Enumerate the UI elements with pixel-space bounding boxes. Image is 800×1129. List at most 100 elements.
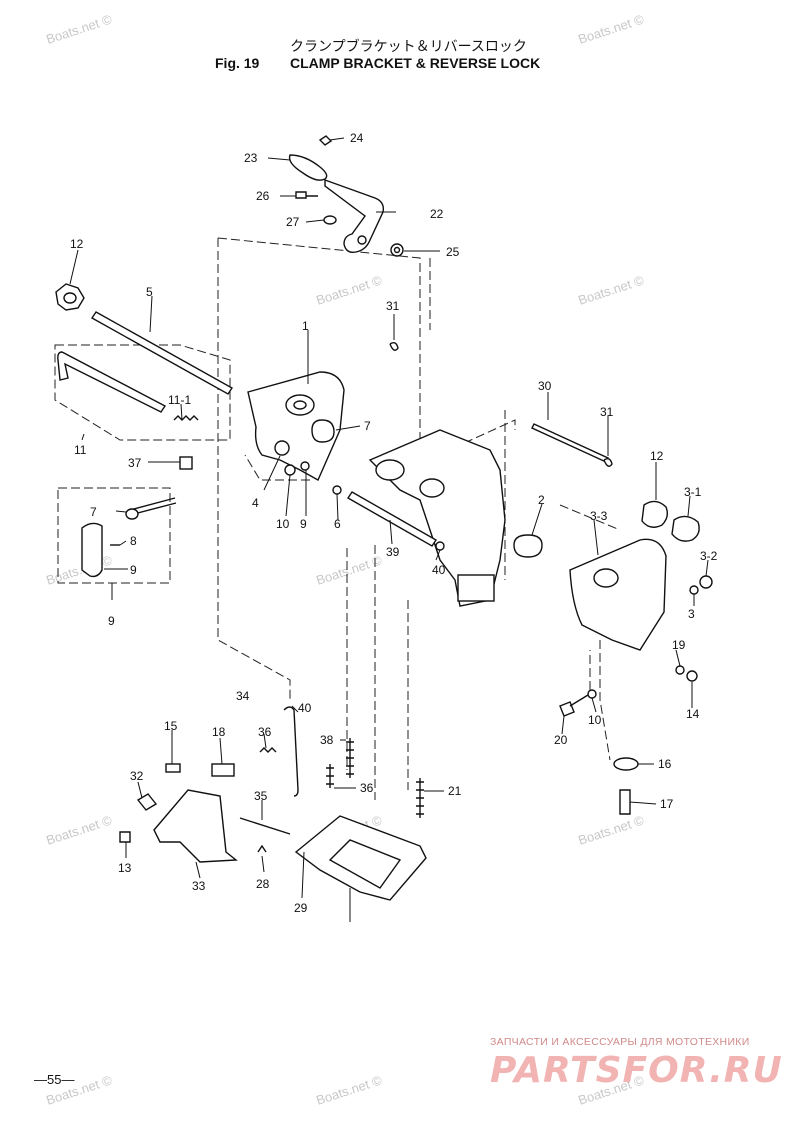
part-13-shape xyxy=(153,789,238,863)
part-35-shape xyxy=(326,764,334,788)
part-9-shape xyxy=(300,461,310,471)
callout: 21 xyxy=(448,784,462,798)
part-26-shape xyxy=(295,191,318,199)
part-29-shape xyxy=(328,839,402,889)
part-4-shape xyxy=(274,440,290,456)
callout: 20 xyxy=(554,733,568,747)
part-37-shape xyxy=(179,456,193,470)
callout: 9 xyxy=(300,517,307,531)
callout: 12 xyxy=(70,237,84,251)
part-23-shape xyxy=(288,154,328,181)
callout: 25 xyxy=(446,245,460,259)
part-10-shape xyxy=(284,464,296,476)
part-3-2-shape xyxy=(81,522,103,578)
part-33-shape xyxy=(257,844,267,853)
part-40-shape xyxy=(689,585,699,595)
part-21-shape xyxy=(619,789,631,815)
part-7b-shape xyxy=(513,534,543,558)
title-japanese: クランプブラケット＆リバースロック xyxy=(290,38,527,54)
part-38-shape xyxy=(559,694,589,717)
callout: 34 xyxy=(236,689,250,703)
figure-label: Fig. 19 xyxy=(215,55,260,71)
part-5-shape xyxy=(90,311,234,395)
part-7-shape xyxy=(311,419,335,443)
callout: 32 xyxy=(130,769,144,783)
part-22-shape xyxy=(324,179,385,254)
part-39-shape xyxy=(699,575,713,589)
assembly-lines xyxy=(54,237,621,800)
callout: 3 xyxy=(688,607,695,621)
callout: 30 xyxy=(538,379,552,393)
callout: 7 xyxy=(364,419,371,433)
callout: 1 xyxy=(302,319,309,333)
callout: 36 xyxy=(258,725,272,739)
callout: 18 xyxy=(212,725,226,739)
watermark: Boats.net © xyxy=(576,812,646,847)
callout: 2 xyxy=(538,493,545,507)
part-16-shape xyxy=(136,793,158,811)
callout: 8 xyxy=(130,534,137,548)
callout: 23 xyxy=(244,151,258,165)
callout: 22 xyxy=(430,207,444,221)
part-31-shape xyxy=(389,341,399,351)
watermark: Boats.net © xyxy=(44,812,114,847)
callout: 17 xyxy=(660,797,674,811)
brand-subtitle: ЗАПЧАСТИ И АКСЕССУАРЫ ДЛЯ МОТОТЕХНИКИ xyxy=(490,1036,750,1048)
part-6-shape xyxy=(641,500,669,528)
callout: 37 xyxy=(128,456,142,470)
header: クランプブラケット＆リバースロック Fig. 19 CLAMP BRACKET … xyxy=(0,0,800,80)
callout: 11-1 xyxy=(168,393,191,407)
callout: 10 xyxy=(588,713,602,727)
part-11-1-shape xyxy=(173,415,199,421)
part-24-shape xyxy=(318,135,333,146)
part-17-shape xyxy=(119,831,131,843)
callout: 11 xyxy=(74,443,87,457)
callout: 7 xyxy=(90,505,97,519)
part-36-shape xyxy=(346,738,354,778)
callout: 9 xyxy=(130,563,137,577)
parts xyxy=(55,135,713,901)
watermark: Boats.net © xyxy=(44,11,114,46)
callout: 31 xyxy=(600,405,614,419)
callout: 6 xyxy=(334,517,341,531)
callout: 29 xyxy=(294,901,308,915)
callout: 16 xyxy=(658,757,672,771)
callout: 4 xyxy=(252,496,259,510)
callout: 31 xyxy=(386,299,400,313)
callout: 40 xyxy=(432,563,446,577)
callout: 28 xyxy=(256,877,270,891)
part-8-shape xyxy=(347,491,437,547)
callout: 15 xyxy=(164,719,178,733)
part-36b-shape xyxy=(416,778,424,818)
callout: 9 xyxy=(108,614,115,628)
callout: 35 xyxy=(254,789,268,803)
title-english: CLAMP BRACKET & REVERSE LOCK xyxy=(290,55,541,71)
part-18-shape xyxy=(259,747,277,753)
callout: 39 xyxy=(386,545,400,559)
callout: 38 xyxy=(320,733,334,747)
callout: 33 xyxy=(192,879,206,893)
callout: 3-1 xyxy=(684,485,702,499)
part-20-shape xyxy=(613,757,639,771)
callout: 13 xyxy=(118,861,132,875)
page-number: —55— xyxy=(34,1072,75,1087)
watermark: Boats.net © xyxy=(314,1072,384,1107)
part-11-shape xyxy=(57,351,167,413)
callout: 36 xyxy=(360,781,374,795)
leader-lines xyxy=(69,137,709,922)
callout: 3-2 xyxy=(700,549,718,563)
part-27-shape xyxy=(323,215,337,225)
callout: 14 xyxy=(686,707,700,721)
watermark: Boats.net © xyxy=(576,272,646,307)
callout: 24 xyxy=(350,131,364,145)
part-10b-shape xyxy=(686,670,698,682)
callout: 10 xyxy=(276,517,290,531)
part-14-shape xyxy=(165,763,181,773)
callout: 3-3 xyxy=(590,509,608,523)
watermark: Boats.net © xyxy=(314,272,384,307)
callout: 5 xyxy=(146,285,153,299)
part-15-shape xyxy=(211,763,235,777)
part-32-shape xyxy=(239,817,291,835)
callout: 19 xyxy=(672,638,686,652)
watermark: Boats.net © xyxy=(576,11,646,46)
